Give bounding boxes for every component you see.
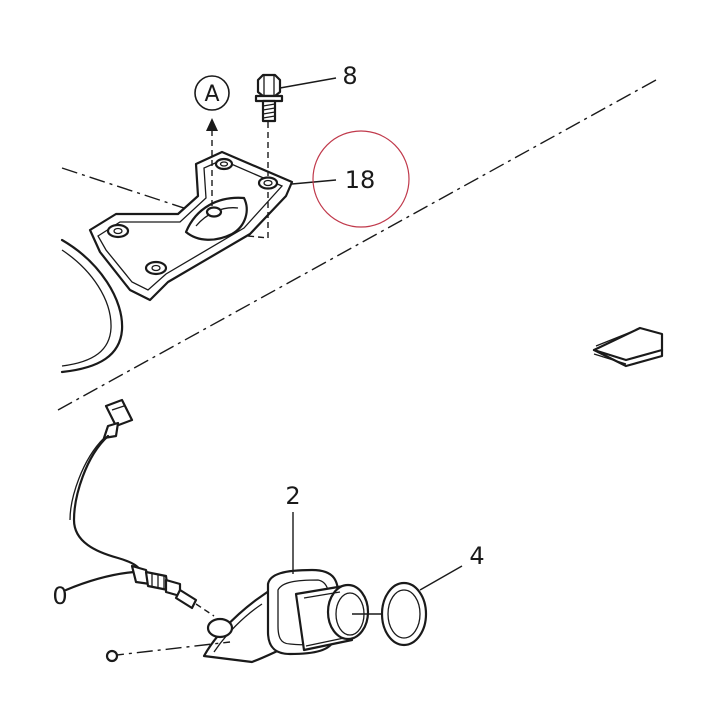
reference-marker-circle bbox=[194, 75, 230, 111]
mounting-plate-edge-inner bbox=[61, 249, 112, 367]
gasket-ring-part bbox=[380, 581, 428, 647]
bolt-leader bbox=[279, 77, 337, 89]
exhaust-elbow-part bbox=[202, 568, 370, 664]
highlight-circle bbox=[312, 130, 410, 228]
callout-elbow: 2 bbox=[285, 482, 300, 510]
reference-arrow-head bbox=[206, 118, 218, 131]
reference-marker-label: A bbox=[204, 82, 219, 107]
gasket-leader bbox=[419, 565, 463, 591]
folded-sheet-symbol bbox=[592, 326, 664, 368]
callout-bolt: 8 bbox=[342, 62, 357, 90]
hidden-line bbox=[247, 192, 269, 239]
small-stud bbox=[105, 649, 119, 663]
elbow-dashed-line bbox=[107, 641, 231, 657]
centre-line-upper bbox=[61, 167, 191, 211]
section-line bbox=[57, 79, 657, 411]
callout-gasket: 4 bbox=[469, 542, 484, 570]
bracket-part bbox=[88, 150, 294, 302]
bolt-part bbox=[254, 73, 284, 123]
callout-edge-partial: 0 bbox=[52, 582, 67, 610]
bracket-leader bbox=[291, 179, 337, 185]
mounting-plate-edge bbox=[60, 238, 124, 374]
sensor-cable-inner bbox=[69, 437, 105, 521]
sensor-cable bbox=[72, 434, 142, 572]
lower-cable bbox=[64, 570, 136, 592]
callout-bracket: 18 bbox=[345, 166, 376, 194]
oxygen-sensor bbox=[130, 564, 215, 617]
sensor-connector bbox=[102, 398, 134, 440]
